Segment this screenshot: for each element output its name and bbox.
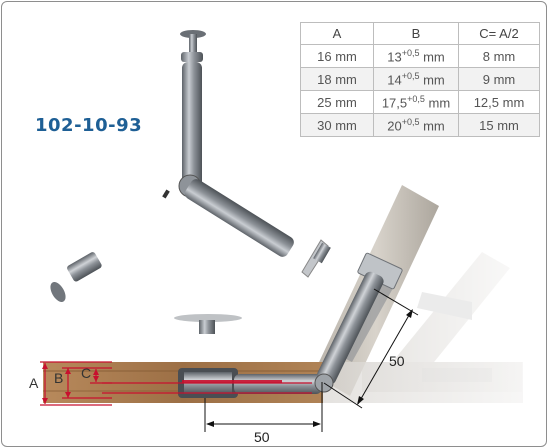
cell-a: 18 mm: [300, 67, 374, 91]
cell-b: 20+0,5 mm: [373, 113, 459, 137]
cell-c: 12,5 mm: [458, 90, 540, 114]
horizontal-dimension: [204, 382, 323, 432]
horizontal-dimension-label: 50: [254, 429, 270, 445]
cell-a: 25 mm: [300, 90, 374, 114]
header-c: C= A/2: [458, 22, 540, 45]
connector-product-image: [50, 30, 294, 302]
product-code: 102-10-93: [35, 115, 143, 136]
cell-a: 16 mm: [300, 44, 374, 68]
table-row: 25 mm 17,5+0,5 mm 12,5 mm: [300, 90, 540, 114]
table-row: 18 mm 14+0,5 mm 9 mm: [300, 67, 540, 91]
label-b: B: [54, 370, 63, 386]
cell-c: 9 mm: [458, 67, 540, 91]
cell-c: 15 mm: [458, 113, 540, 137]
cell-b: 13+0,5 mm: [373, 44, 459, 68]
diagonal-dimension-label: 50: [389, 353, 405, 369]
spec-table: A B C= A/2 16 mm 13+0,5 mm 8 mm 18 mm 14…: [300, 22, 540, 137]
diagonal-dimension: [323, 288, 419, 409]
dimension-arrowheads: [42, 363, 99, 404]
header-b: B: [373, 22, 459, 45]
cell-b: 14+0,5 mm: [373, 67, 459, 91]
spec-table-header: A B C= A/2: [300, 22, 540, 45]
table-row: 16 mm 13+0,5 mm 8 mm: [300, 44, 540, 68]
table-row: 30 mm 20+0,5 mm 15 mm: [300, 113, 540, 137]
cell-c: 8 mm: [458, 44, 540, 68]
header-a: A: [300, 22, 374, 45]
cell-a: 30 mm: [300, 113, 374, 137]
cell-b: 17,5+0,5 mm: [373, 90, 459, 114]
label-a: A: [29, 375, 39, 391]
label-c: C: [81, 365, 91, 381]
small-parts: [174, 239, 331, 334]
